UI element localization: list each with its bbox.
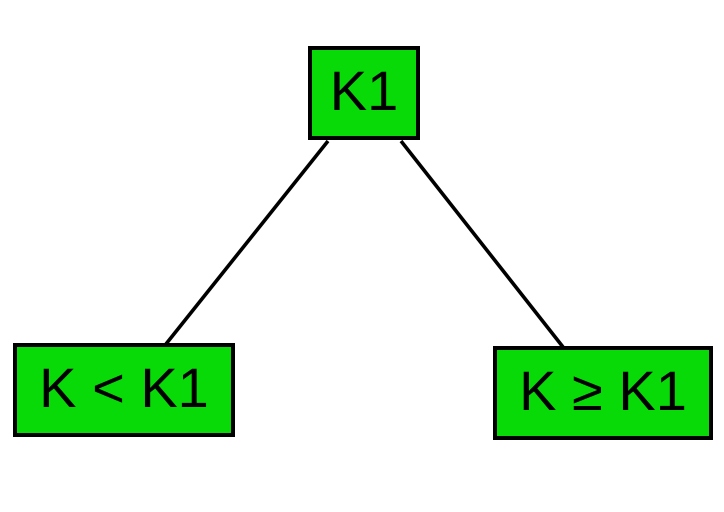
tree-node-right-child: K ≥ K1 xyxy=(493,346,713,440)
tree-node-left-child: K < K1 xyxy=(13,343,235,437)
tree-node-root: K1 xyxy=(308,46,420,140)
tree-node-left-label: K < K1 xyxy=(39,356,209,419)
tree-edge-root-to-left xyxy=(164,139,330,346)
tree-edge-root-to-right xyxy=(399,139,565,349)
tree-node-root-label: K1 xyxy=(329,59,399,122)
tree-node-right-label: K ≥ K1 xyxy=(519,359,687,422)
